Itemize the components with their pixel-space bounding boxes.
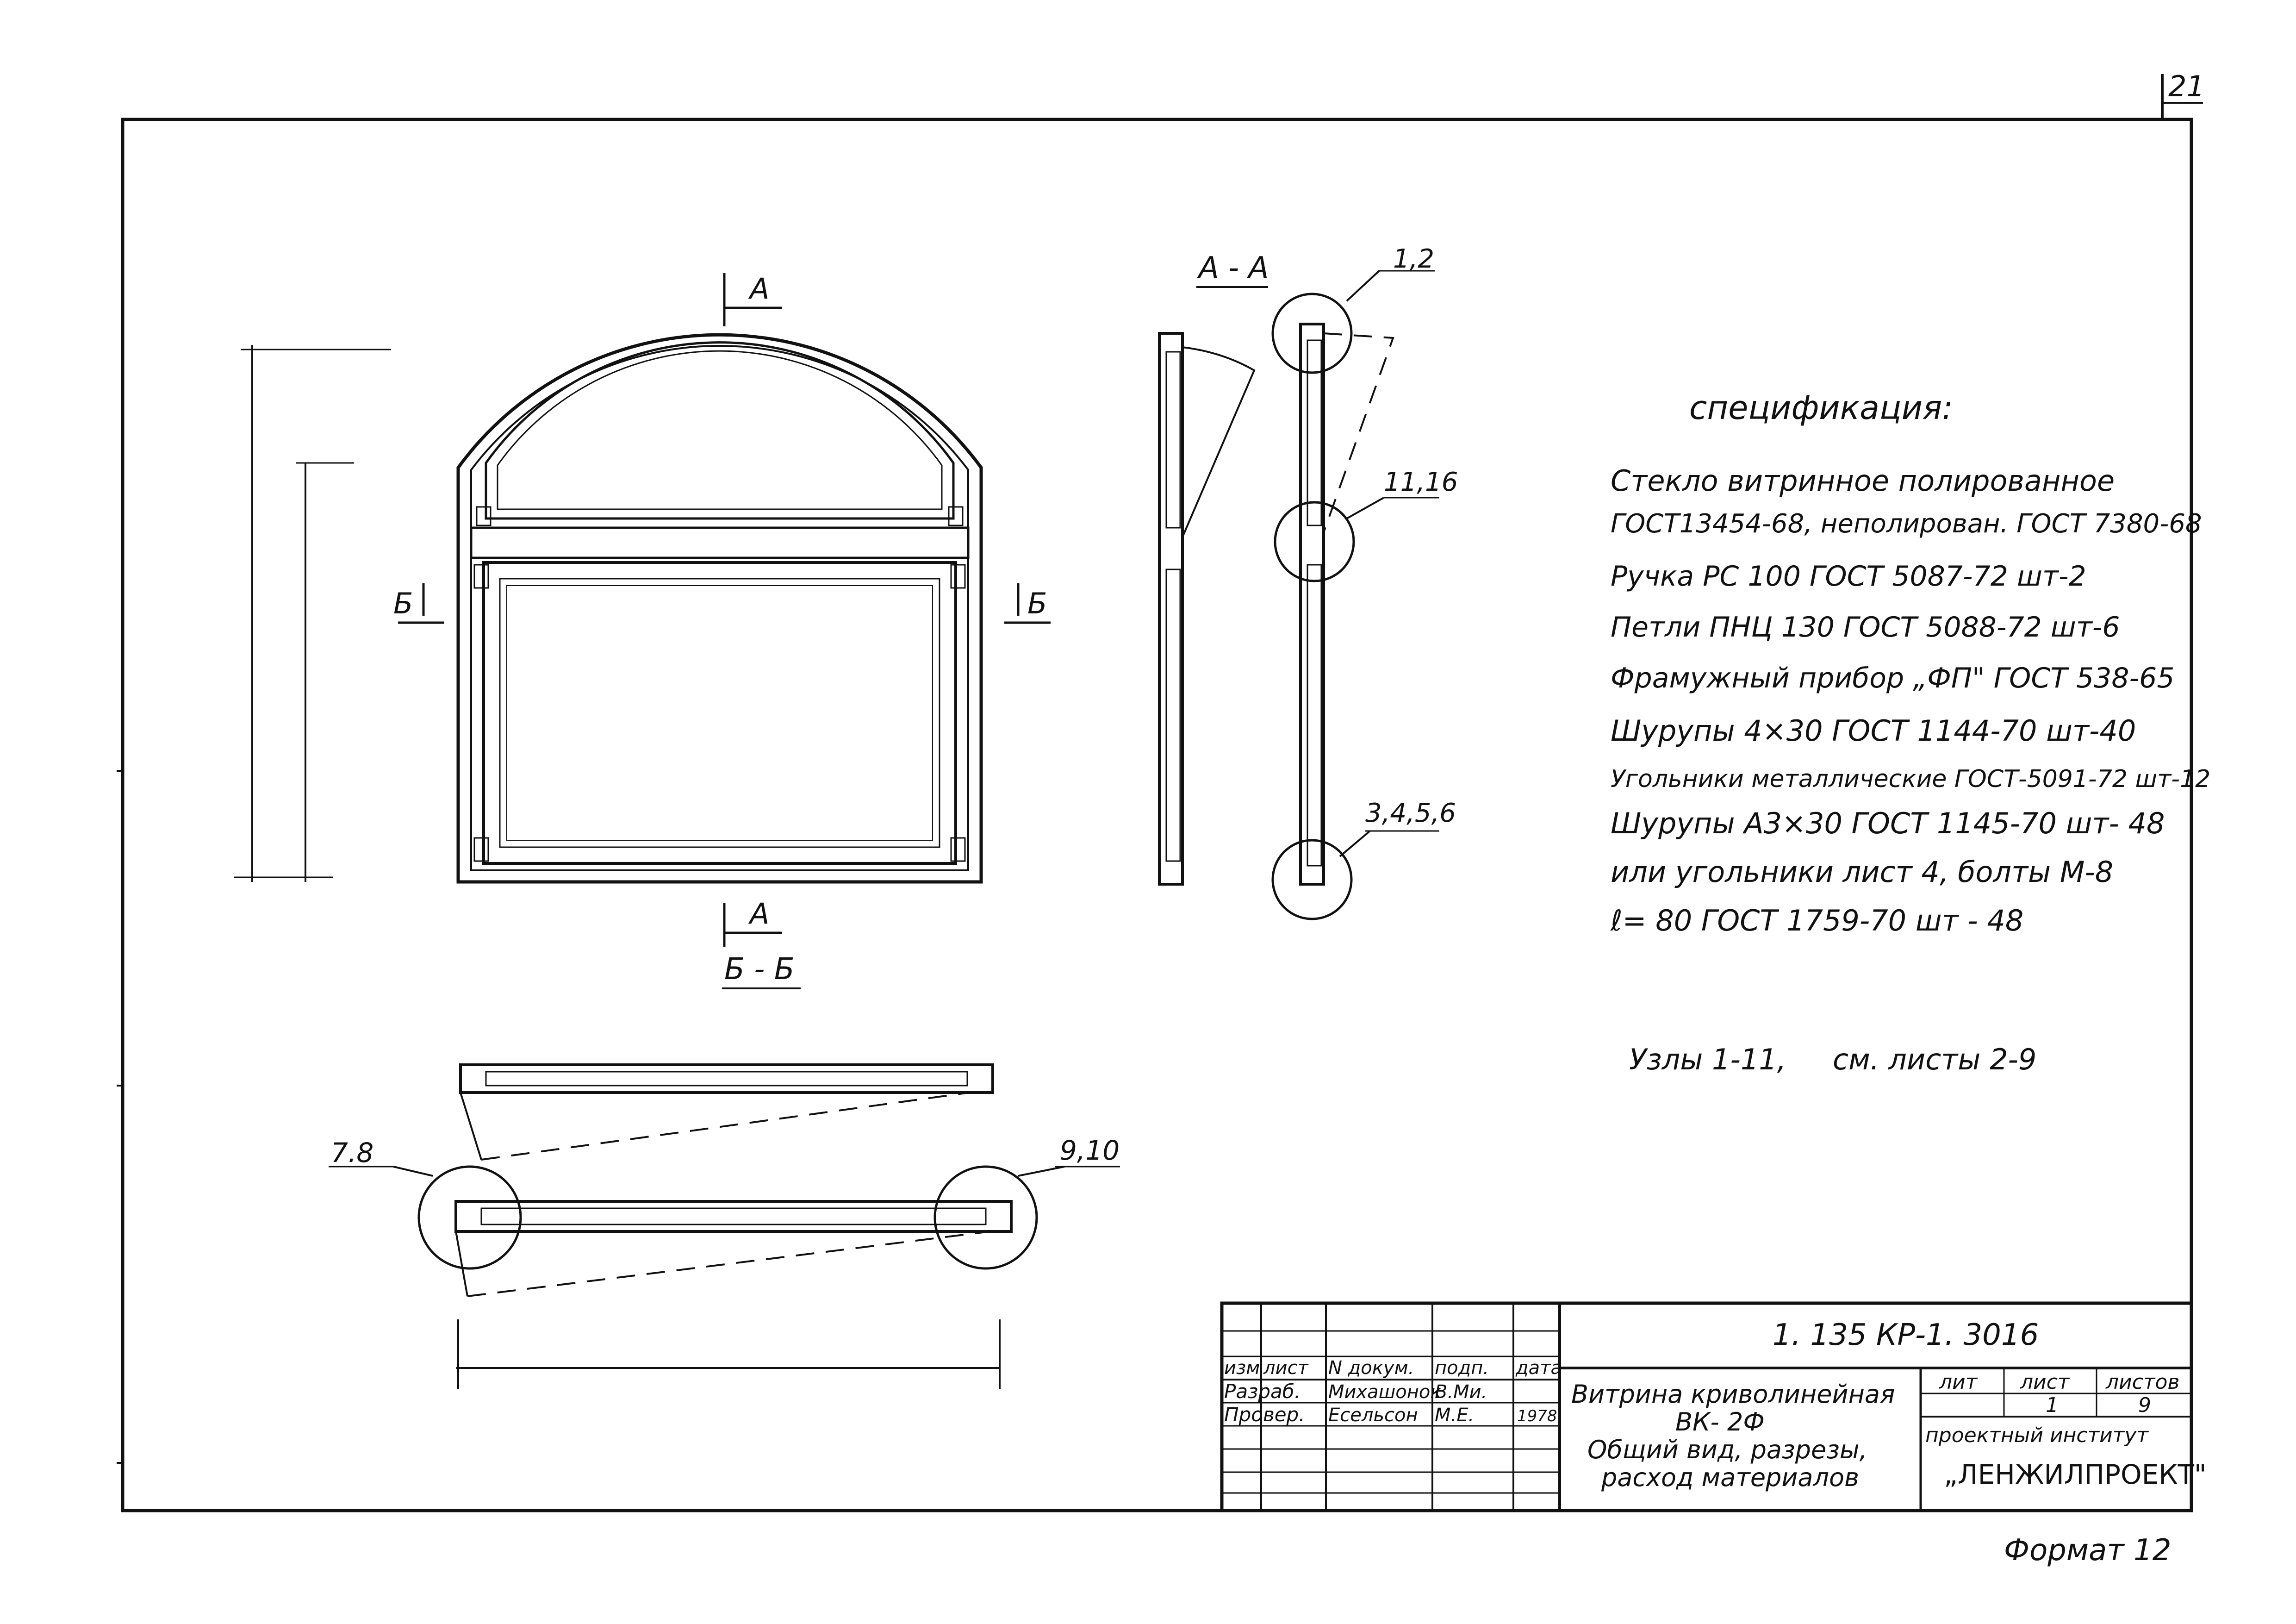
- node-9-10-label: 9,10: [1060, 1135, 1120, 1166]
- org-line2: „ЛЕНЖИЛПРОЕКТ": [1944, 1459, 2207, 1490]
- row-role: Провер.: [1224, 1403, 1305, 1426]
- spec-line: ℓ= 80 ГОСТ 1759-70 шт - 48: [1610, 904, 2023, 937]
- spec-line: Петли ПНЦ 130 ГОСТ 5088-72 шт-6: [1611, 611, 2120, 643]
- node-7-8-label: 7.8: [331, 1137, 373, 1168]
- sheets-label: листов: [2105, 1370, 2179, 1394]
- title-block: 1. 135 КР-1. 3016 изм лист N докум. подп…: [1220, 1301, 2207, 1512]
- svg-text:Б: Б: [1027, 587, 1047, 620]
- col-header: N докум.: [1328, 1357, 1414, 1379]
- section-aa-title: А - А: [1197, 251, 1269, 285]
- nodes-note: Узлы 1-11,: [1629, 1043, 1786, 1076]
- row-sign: М.Е.: [1435, 1405, 1474, 1426]
- col-header: дата: [1515, 1357, 1562, 1379]
- spec-line: Фрамужный прибор „ФП" ГОСТ 538-65: [1611, 662, 2175, 694]
- object-name-line: ВК- 2Ф: [1675, 1407, 1765, 1437]
- section-aa-view: 1,2 11,16 3,4,5,6: [1158, 244, 1458, 920]
- page-number: 21: [2168, 69, 2205, 103]
- object-name-line: Витрина криволинейная: [1571, 1380, 1895, 1409]
- nodes-ref: см. листы 2-9: [1833, 1043, 2036, 1076]
- sheet-label: лист: [2020, 1370, 2070, 1394]
- format-label: Формат 12: [2004, 1533, 2171, 1568]
- sheet-frame: [121, 118, 2193, 1512]
- specification: спецификация: Стекло витринное полирован…: [1610, 389, 2210, 1076]
- spec-line: Шурупы 4×30 ГОСТ 1144-70 шт-40: [1611, 714, 2136, 748]
- spec-line: Стекло витринное полированное: [1611, 464, 2115, 498]
- col-header: изм: [1224, 1357, 1260, 1379]
- node-3-6-label: 3,4,5,6: [1365, 798, 1456, 828]
- svg-text:Б: Б: [393, 587, 413, 620]
- spec-line: Шурупы А3×30 ГОСТ 1145-70 шт- 48: [1611, 806, 2165, 840]
- spec-line: Угольники металлические ГОСТ-5091-72 шт-…: [1611, 765, 2210, 793]
- object-name-line: расход материалов: [1601, 1463, 1859, 1492]
- row-date: 1978: [1517, 1407, 1557, 1425]
- section-bb-view: 7.8 9,10: [329, 1063, 1120, 1389]
- doc-code: 1. 135 КР-1. 3016: [1773, 1318, 2039, 1352]
- org-line1: проектный институт: [1925, 1424, 2149, 1447]
- section-bb-title: Б - Б: [724, 952, 795, 987]
- object-name-line: Общий вид, разрезы,: [1587, 1435, 1867, 1464]
- svg-text:А: А: [748, 272, 769, 306]
- row-name: Михашонок: [1328, 1381, 1442, 1403]
- row-role: Разраб.: [1224, 1380, 1300, 1403]
- col-header: подп.: [1435, 1357, 1489, 1379]
- spec-title: спецификация:: [1689, 389, 1953, 427]
- front-view: А А Б Б: [234, 272, 1051, 947]
- row-name: Есельсон: [1328, 1405, 1418, 1426]
- spec-line: ГОСТ13454-68, неполирован. ГОСТ 7380-68: [1611, 509, 2202, 539]
- spec-line: Ручка РС 100 ГОСТ 5087-72 шт-2: [1611, 560, 2086, 593]
- node-11-16-label: 11,16: [1384, 467, 1458, 497]
- sheet-value: 1: [2046, 1393, 2059, 1417]
- stage-label: лит: [1939, 1370, 1978, 1394]
- spec-line: или угольники лист 4, болты М-8: [1611, 855, 2113, 889]
- row-sign: В.Ми.: [1435, 1381, 1487, 1403]
- node-1-2-label: 1,2: [1393, 244, 1434, 274]
- svg-text:А: А: [748, 897, 769, 931]
- sheets-value: 9: [2138, 1393, 2151, 1417]
- col-header: лист: [1263, 1357, 1309, 1379]
